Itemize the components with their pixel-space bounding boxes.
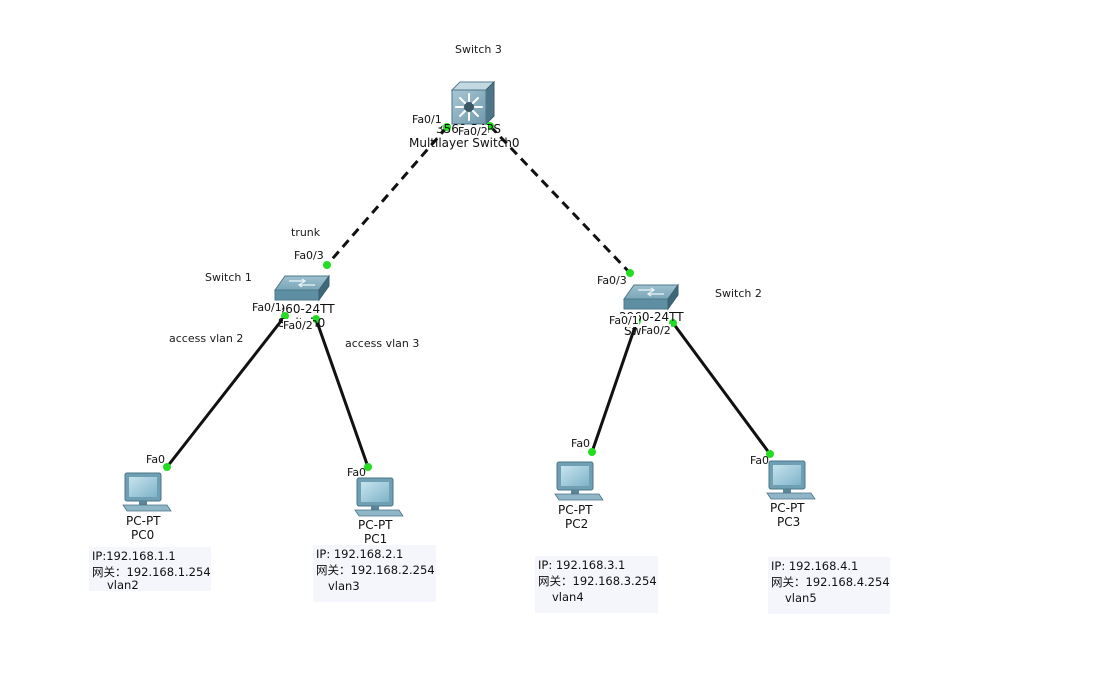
switch3-name: Multilayer Switch0	[409, 136, 520, 150]
pc0-ip: IP:192.168.1.1	[92, 549, 176, 563]
port-status-dot	[323, 261, 331, 269]
link-switch2-pc2[interactable]	[590, 320, 639, 453]
port-status-dot	[669, 319, 677, 327]
pc0-vlan: vlan2	[107, 578, 139, 592]
pc1-type: PC-PT	[358, 518, 393, 532]
access-vlan3-note: access vlan 3	[345, 337, 420, 350]
pc2-type: PC-PT	[558, 503, 593, 517]
trunk-link-switch3-switch1[interactable]	[325, 126, 449, 266]
multilayer-switch-icon[interactable]	[450, 80, 496, 126]
port-label: Fa0	[347, 466, 367, 479]
port-status-dot	[766, 450, 774, 458]
link-switch2-pc3[interactable]	[671, 322, 772, 455]
pc2-name: PC2	[565, 517, 589, 531]
pc0-name: PC0	[131, 528, 155, 542]
link-switch1-pc1[interactable]	[314, 318, 370, 468]
port-label: Fa0/1	[609, 314, 639, 327]
pc1-gateway: 网关：192.168.2.254	[316, 563, 435, 577]
port-label: Fa0/1	[252, 301, 282, 314]
port-status-dot	[486, 122, 494, 130]
port-label: Fa0/3	[597, 274, 627, 287]
port-status-dot	[588, 448, 596, 456]
port-status-dots	[163, 122, 774, 471]
pc-icon[interactable]	[354, 477, 404, 517]
port-label: Fa0/1	[412, 113, 442, 126]
pc1-vlan: vlan3	[328, 579, 360, 593]
access-vlan2-note: access vlan 2	[169, 332, 244, 345]
pc-icon[interactable]	[122, 472, 172, 512]
port-label: Fa0/2	[458, 125, 488, 138]
pc1-info-note[interactable]: IP: 192.168.2.1 网关：192.168.2.254 vlan3	[313, 545, 436, 602]
port-label: Fa0	[146, 453, 166, 466]
port-label: Fa0	[750, 454, 770, 467]
pc1-name: PC1	[364, 532, 388, 546]
pc0-gateway: 网关：192.168.1.254	[92, 565, 211, 579]
pc2-ip: IP: 192.168.3.1	[538, 558, 626, 572]
pc2-gateway: 网关：192.168.3.254	[538, 574, 657, 588]
switch-icon[interactable]	[623, 283, 679, 311]
trunk-note: trunk	[291, 226, 321, 239]
pc3-name: PC3	[777, 515, 801, 529]
pc1-ip: IP: 192.168.2.1	[316, 547, 404, 561]
switch3-label: Switch 3	[455, 43, 502, 56]
switch1-label: Switch 1	[205, 271, 252, 284]
pc3-info-note[interactable]: IP: 192.168.4.1 网关：192.168.4.254 vlan5	[768, 557, 890, 614]
pc3-gateway: 网关：192.168.4.254	[771, 575, 890, 589]
port-status-dot	[163, 463, 171, 471]
port-status-dot	[364, 463, 372, 471]
pc3-ip: IP: 192.168.4.1	[771, 559, 859, 573]
link-switch1-pc0[interactable]	[165, 315, 287, 468]
pc2-info-note[interactable]: IP: 192.168.3.1 网关：192.168.3.254 vlan4	[535, 556, 658, 613]
switch2-label: Switch 2	[715, 287, 762, 300]
pc0-type: PC-PT	[126, 514, 161, 528]
pc-icon[interactable]	[766, 460, 816, 500]
links	[165, 124, 772, 468]
pc3-vlan: vlan5	[785, 591, 817, 605]
trunk-link-switch3-switch2[interactable]	[488, 124, 632, 275]
port-status-dot	[312, 315, 320, 323]
port-status-dot	[626, 269, 634, 277]
switch-icon[interactable]	[274, 274, 330, 302]
pc0-info-note[interactable]: IP:192.168.1.1 网关：192.168.1.254 vlan2	[89, 547, 211, 592]
pc-icon[interactable]	[554, 461, 604, 501]
port-label: Fa0/2	[283, 319, 313, 332]
switch1-model: 2960-24TT	[270, 302, 335, 316]
port-status-dot	[281, 312, 289, 320]
port-label: Fa0/2	[641, 324, 671, 337]
port-label: Fa0	[571, 437, 591, 450]
port-status-dot	[443, 123, 451, 131]
port-label: Fa0/3	[294, 249, 324, 262]
pc3-type: PC-PT	[770, 501, 805, 515]
pc2-vlan: vlan4	[552, 590, 584, 604]
